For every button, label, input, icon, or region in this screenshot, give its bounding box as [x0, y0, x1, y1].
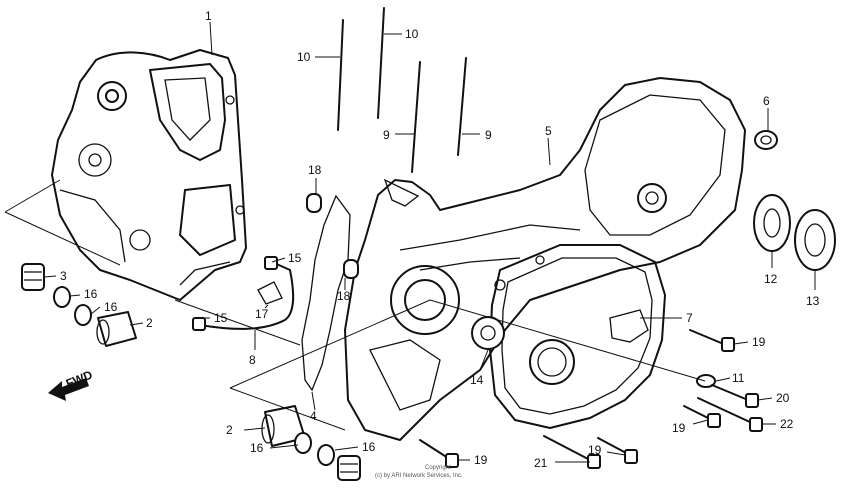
callout-10-left: 10 [297, 50, 311, 64]
stud-bolts [337, 7, 467, 173]
callout-7: 7 [686, 311, 693, 325]
callout-19-top-right: 19 [752, 335, 766, 349]
callout-15-left: 15 [214, 311, 228, 325]
clamp-part [257, 281, 283, 305]
callout-2-bottom: 2 [226, 423, 233, 437]
callout-20: 20 [776, 391, 790, 405]
callout-15-top: 15 [288, 251, 302, 265]
callout-19-bottom-right: 19 [588, 443, 602, 457]
callout-5: 5 [545, 124, 552, 138]
left-crankcase-part [51, 49, 247, 301]
callout-16-bottom-right: 16 [362, 440, 376, 454]
oil-seal-part [471, 316, 505, 350]
left-lower-small-parts [21, 263, 137, 347]
callout-12: 12 [764, 272, 778, 286]
oil-pipe-part [192, 256, 295, 331]
callout-22: 22 [780, 417, 794, 431]
bolts [419, 329, 763, 469]
dowel-pins [306, 193, 359, 279]
callout-16-lower-left: 16 [104, 300, 118, 314]
callout-19-mid-right: 19 [672, 421, 686, 435]
callout-4: 4 [310, 409, 317, 423]
callout-6: 6 [763, 94, 770, 108]
callout-8: 8 [249, 353, 256, 367]
callout-9-right: 9 [485, 128, 492, 142]
callout-11: 11 [732, 371, 745, 385]
callout-16-upper-left: 16 [84, 287, 98, 301]
callout-18-bottom: 18 [337, 289, 351, 303]
callout-3: 3 [60, 269, 67, 283]
callout-21: 21 [534, 456, 548, 470]
callout-19-bottom-center: 19 [474, 453, 488, 467]
washer-part [696, 374, 716, 388]
bearing-part [753, 194, 791, 252]
callout-18-top: 18 [308, 163, 322, 177]
callout-10-right: 10 [405, 27, 419, 41]
copyright-line-2: (c) by ARI Network Services, Inc. [375, 473, 463, 479]
right-crankcase-part [344, 77, 746, 441]
copyright-line-1: Copyright [425, 465, 451, 471]
side-cover-part [489, 244, 666, 429]
leader-lines [4, 21, 816, 463]
callouts: 1 10 10 9 9 5 6 12 13 7 19 11 20 19 22 1… [60, 9, 820, 470]
callout-13: 13 [806, 294, 820, 308]
oil-seal-13-part [794, 209, 836, 271]
callout-2-left: 2 [146, 316, 153, 330]
forward-arrow-icon: FWD [48, 367, 95, 401]
callout-17: 17 [255, 307, 269, 321]
bottom-small-parts [261, 405, 361, 481]
collar-part [754, 130, 778, 150]
callout-16-bottom-left: 16 [250, 441, 264, 455]
callout-14: 14 [470, 373, 484, 387]
callout-1: 1 [205, 9, 212, 23]
callout-9-left: 9 [383, 128, 390, 142]
